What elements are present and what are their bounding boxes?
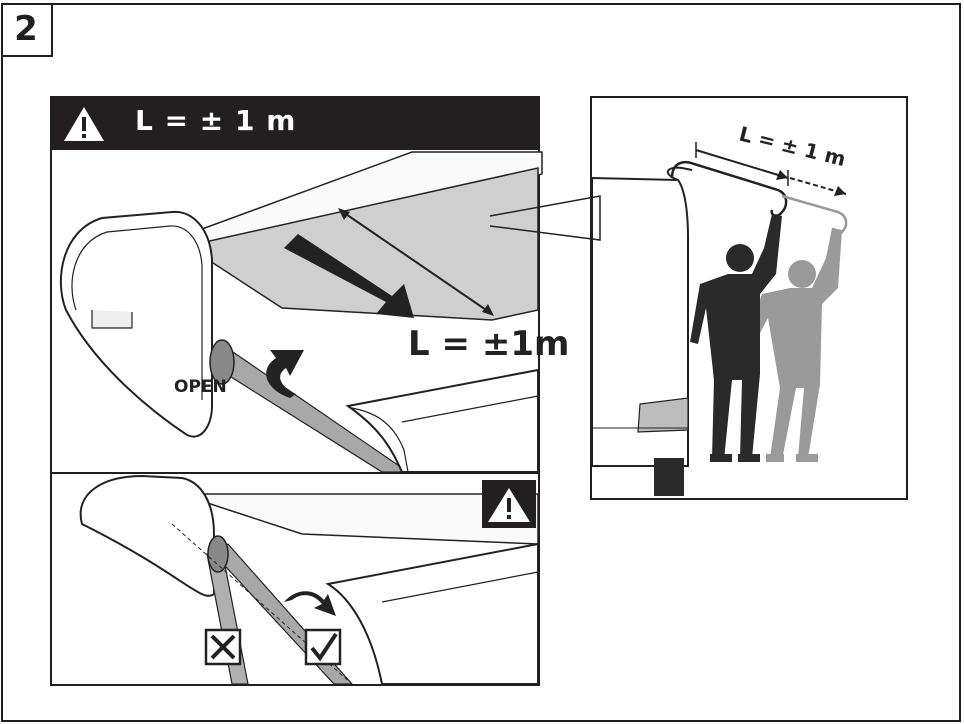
- crank-illustration: [79, 474, 539, 685]
- banner-length-text: L = ± 1 m: [135, 104, 297, 137]
- awning-open-panel: L = ± 1 m L = ±1m OPEN: [50, 96, 569, 474]
- warning-icon: [64, 107, 104, 141]
- crank-rotation-arrow: [284, 591, 336, 616]
- check-mark-icon: [304, 628, 342, 666]
- person-reach-panel: L = ± 1 m: [590, 96, 908, 500]
- cross-mark-icon: [204, 628, 242, 666]
- warning-banner: L = ± 1 m: [52, 98, 538, 150]
- awning-end-cap: [59, 210, 213, 438]
- open-arrow-icon: [266, 350, 304, 398]
- van-body: [591, 176, 689, 467]
- person-illustration: L = ± 1 m: [591, 122, 848, 496]
- open-label: OPEN: [174, 377, 227, 397]
- awning-fabric: [185, 167, 539, 321]
- person-light: [744, 228, 842, 462]
- reach-length-label: L = ± 1 m: [737, 122, 848, 172]
- direction-arrow: [284, 234, 414, 318]
- crank-direction-panel: [50, 472, 540, 686]
- instruction-frame: [1, 3, 961, 722]
- person-dark: [690, 214, 782, 462]
- length-label: L = ±1m: [408, 324, 569, 364]
- awning-illustration: L = ±1m OPEN: [59, 151, 569, 473]
- step-number: 2: [1, 3, 53, 57]
- warning-icon: [482, 480, 536, 528]
